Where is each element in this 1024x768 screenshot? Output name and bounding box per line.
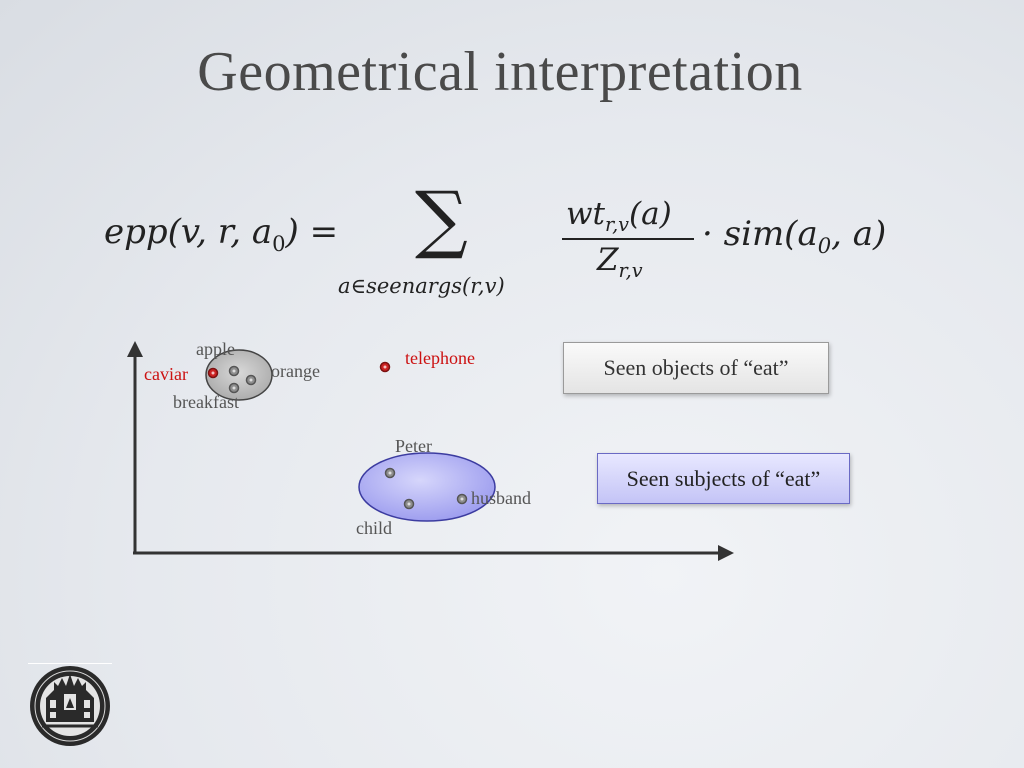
point-caviar: [207, 367, 219, 379]
rhs-pre: · sim(a: [702, 214, 818, 254]
seen-objects-box: Seen objects of “eat”: [563, 342, 829, 394]
denominator-main: Z: [597, 242, 619, 278]
university-seal-icon: [30, 666, 110, 746]
label-child: child: [356, 518, 392, 538]
formula-lhs: epp(v, r, a0) =: [104, 212, 338, 256]
numerator-sub: r,v: [605, 213, 630, 237]
rhs-sub: 0: [817, 232, 832, 258]
label-orange: orange: [271, 361, 320, 381]
rhs-post: , a): [831, 214, 887, 254]
formula-rhs: · sim(a0, a): [702, 214, 886, 258]
subjects-cluster: [358, 452, 496, 522]
label-peter: Peter: [395, 436, 432, 456]
point-orange: [245, 374, 257, 386]
label-breakfast: breakfast: [173, 392, 239, 412]
label-apple: apple: [196, 339, 235, 359]
point-child: [403, 498, 415, 510]
slide-title: Geometrical interpretation: [197, 41, 803, 103]
seen-subjects-box: Seen subjects of “eat”: [597, 453, 850, 504]
summation-index: a∈seenargs(r,v): [338, 274, 505, 298]
label-telephone: telephone: [405, 348, 475, 368]
summation-sign: ∑: [415, 176, 468, 262]
logo-divider: [28, 663, 112, 664]
formula-lhs-close: ) =: [285, 212, 339, 252]
x-axis-arrow-icon: [718, 545, 734, 561]
point-apple: [228, 365, 240, 377]
denominator-sub: r,v: [618, 259, 643, 283]
epp-formula: epp(v, r, a0) = ∑ a∈seenargs(r,v) wtr,v(…: [100, 176, 920, 310]
objects-cluster: [205, 349, 273, 401]
label-husband: husband: [471, 488, 531, 508]
numerator-post: (a): [629, 196, 672, 232]
formula-lhs-sub: 0: [272, 230, 286, 256]
point-telephone: [379, 361, 391, 373]
formula-lhs-func: epp: [104, 212, 168, 252]
formula-lhs-args: (v, r, a: [167, 212, 273, 252]
label-caviar: caviar: [144, 364, 188, 384]
y-axis-arrow-icon: [127, 341, 143, 357]
fraction-denominator: Zr,v: [597, 242, 643, 282]
numerator-main: wt: [566, 196, 605, 232]
point-peter: [384, 467, 396, 479]
fraction-bar: [562, 238, 694, 240]
fraction-numerator: wtr,v(a): [566, 196, 672, 236]
point-husband: [456, 493, 468, 505]
point-breakfast: [228, 382, 240, 394]
